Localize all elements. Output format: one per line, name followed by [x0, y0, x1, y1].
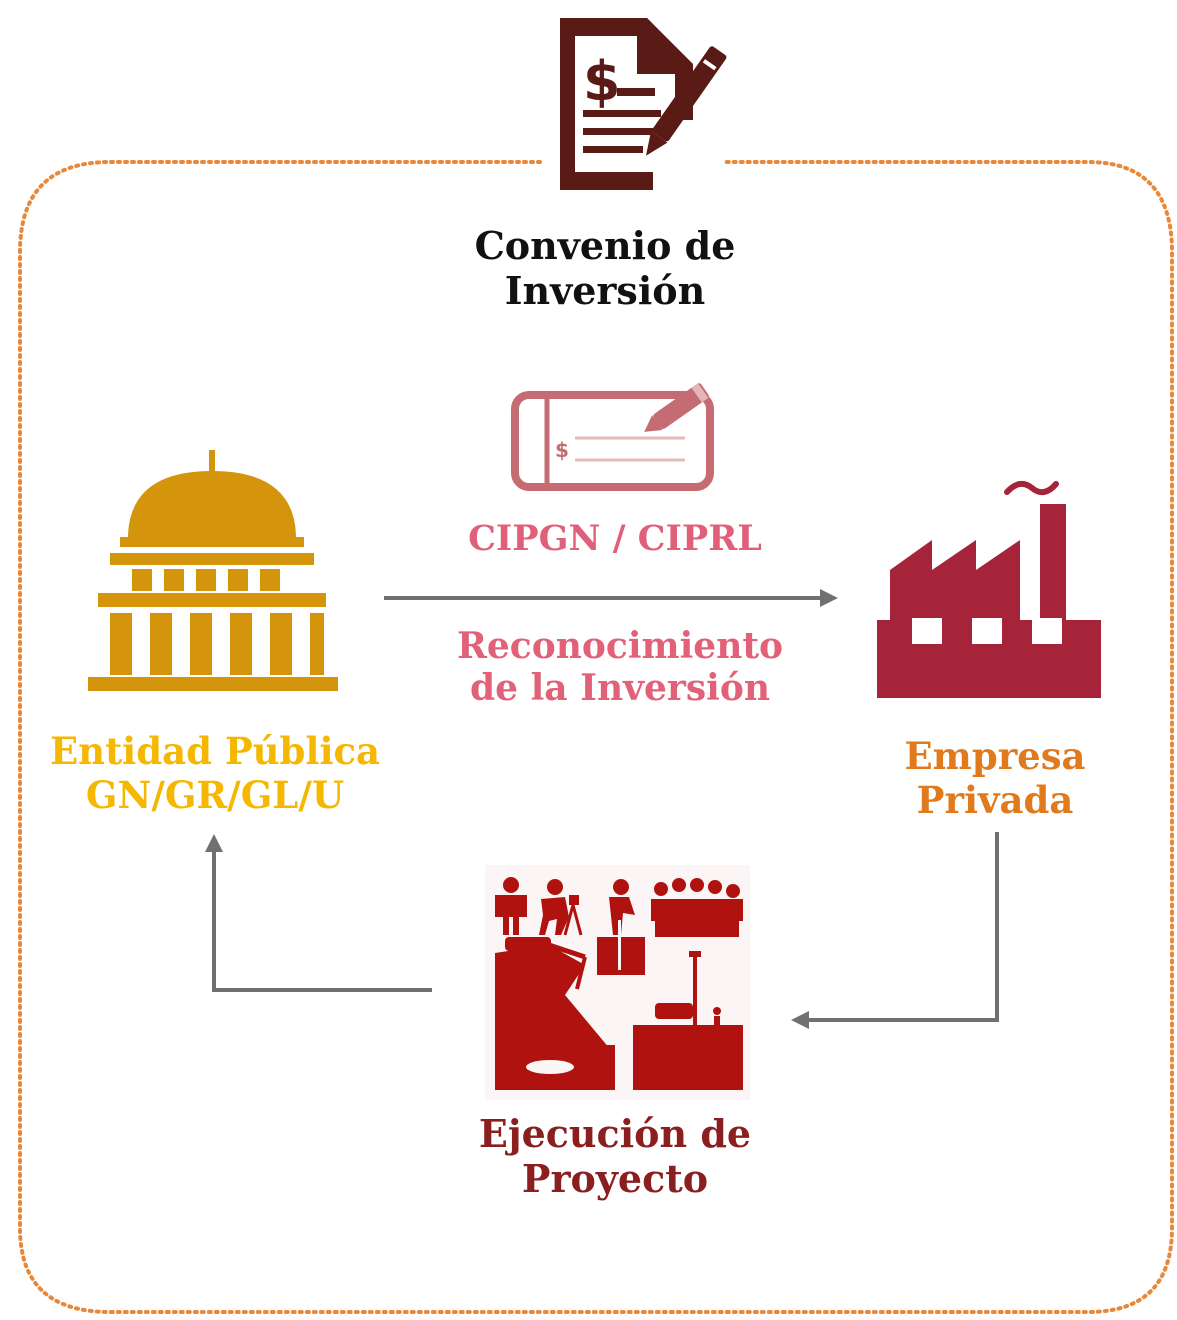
project-execution-line1: Ejecución de — [478, 1111, 752, 1156]
recognition-line2: de la Inversión — [469, 667, 771, 710]
recognition-label: Reconocimiento de la Inversión — [420, 625, 820, 710]
investment-agreement-label: Convenio de Inversión — [430, 223, 780, 314]
svg-text:$: $ — [583, 50, 621, 113]
arrow-recognition — [384, 589, 838, 607]
private-company-line1: Empresa — [904, 734, 1086, 778]
private-company-line2: Privada — [916, 777, 1074, 822]
private-company-label: Empresa Privada — [860, 734, 1130, 822]
factory-icon — [877, 480, 1101, 698]
investment-agreement-line1: Convenio de — [474, 223, 736, 268]
certificate-label: CIPGN / CIPRL — [468, 518, 762, 559]
public-entity-label: Entidad Pública GN/GR/GL/U — [40, 729, 390, 817]
arrow-execution-to-entity — [205, 834, 432, 992]
investment-agreement-line2: Inversión — [504, 267, 706, 313]
check-dollar-text: $ — [555, 438, 569, 462]
recognition-line1: Reconocimiento — [456, 625, 784, 667]
government-building-icon — [88, 450, 338, 691]
public-entity-line2: GN/GR/GL/U — [85, 772, 345, 817]
check-certificate-icon: $ — [511, 383, 714, 491]
public-entity-line1: Entidad Pública — [49, 729, 381, 773]
arrow-company-to-execution — [791, 832, 999, 1029]
project-execution-line2: Proyecto — [521, 1155, 709, 1201]
investment-contract-document-icon: $ — [560, 18, 727, 190]
construction-works-icon — [485, 865, 750, 1100]
project-execution-label: Ejecución de Proyecto — [440, 1111, 790, 1202]
